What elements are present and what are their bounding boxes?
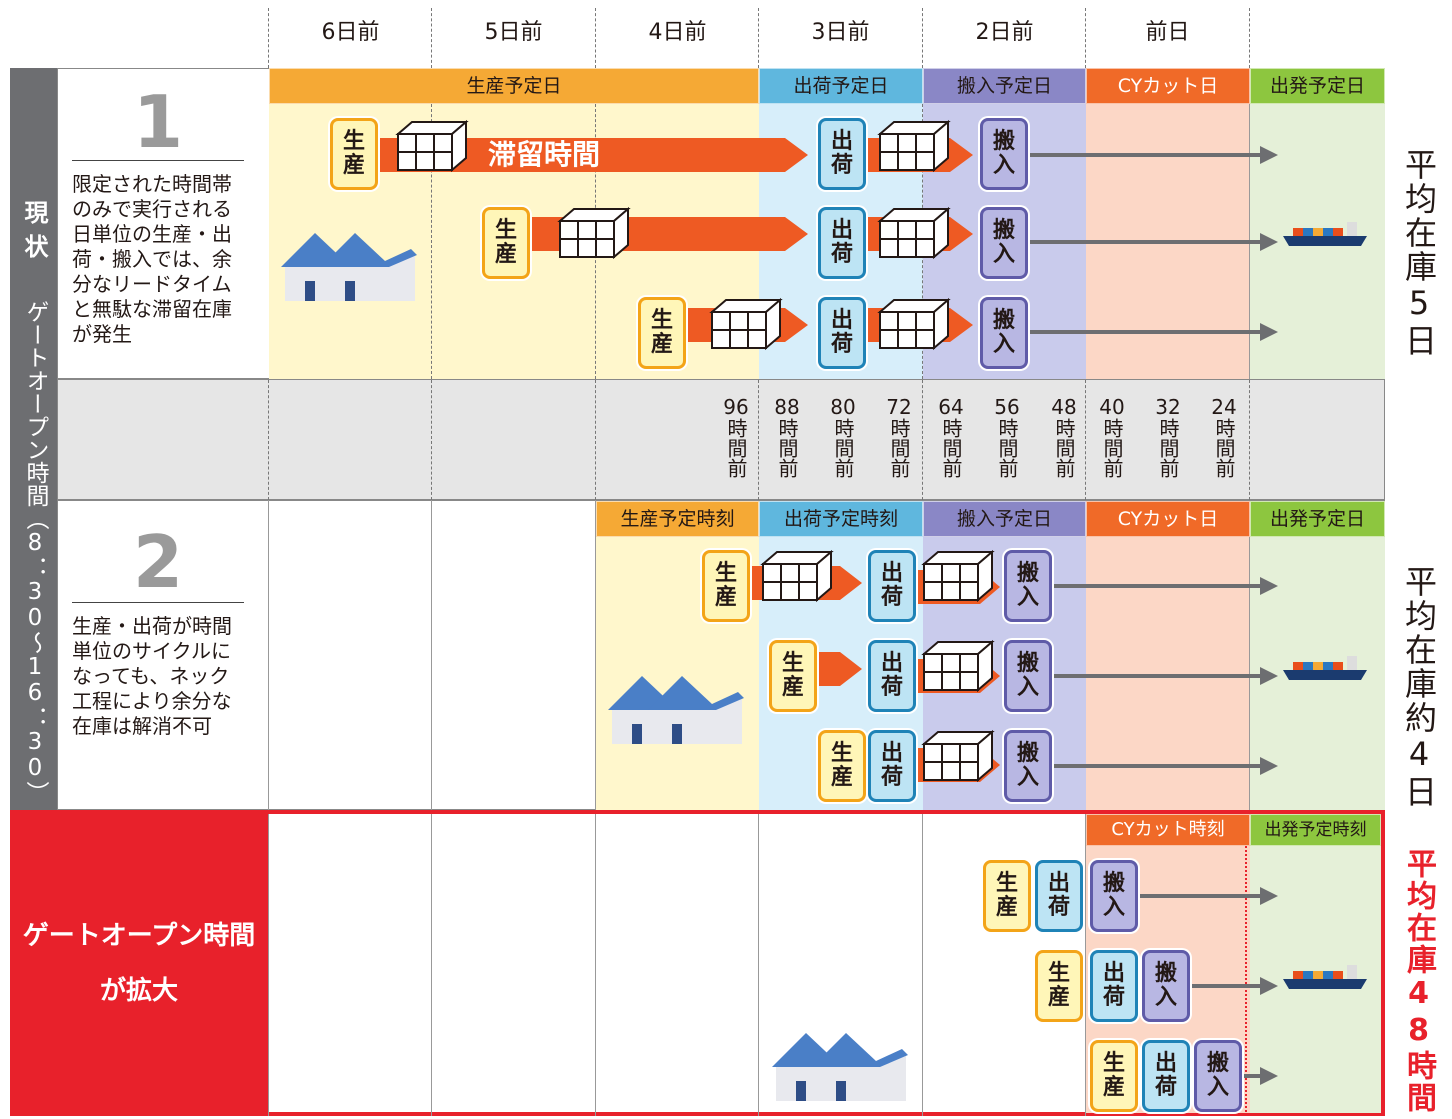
current-label: 現状 (20, 200, 48, 268)
row3-average-inventory: 平均在庫48時間 (1401, 848, 1436, 1114)
row2-production-box-2: 生産 (769, 640, 817, 712)
row3-shipping-box-3: 出荷 (1142, 1040, 1190, 1112)
row1-number: 1 (132, 80, 184, 164)
row1-band-carryin: 搬入予定日 (923, 68, 1086, 104)
row1-band-cycut: CYカット日 (1086, 68, 1250, 104)
row2-band-shipping: 出荷予定時刻 (759, 501, 923, 537)
row3-carryin-box-1: 搬入 (1090, 860, 1138, 932)
gate-side-bar (10, 68, 57, 810)
row3-ship-icon (1283, 965, 1367, 989)
row2-band-cycut: CYカット日 (1086, 501, 1250, 537)
day-header-3: 3日前 (811, 20, 870, 45)
row1-band-production: 生産予定日 (269, 68, 759, 104)
day-header-6: 6日前 (321, 20, 380, 45)
day-header-1: 前日 (1145, 20, 1190, 45)
row1-average-inventory: 平均在庫5日 (1400, 148, 1438, 358)
day-header-4: 4日前 (648, 20, 707, 45)
row3-carryin-box-3: 搬入 (1194, 1040, 1242, 1112)
row1-description: 限定された時間帯のみで実行される日単位の生産・出荷・搬入では、余分なリードタイム… (72, 172, 232, 346)
row2-carryin-box-2: 搬入 (1004, 640, 1052, 712)
row2-production-box-1: 生産 (702, 550, 750, 622)
row1-shipping-box-2: 出荷 (818, 207, 866, 279)
row3-shipping-box-2: 出荷 (1090, 950, 1138, 1022)
row3-production-box-3: 生産 (1090, 1040, 1138, 1112)
row1-carryin-box-3: 搬入 (980, 297, 1028, 369)
row1-production-box-1: 生産 (330, 118, 378, 190)
row2-band-production: 生産予定時刻 (596, 501, 759, 537)
row2-average-inventory: 平均在庫約4日 (1400, 565, 1438, 809)
row3-carryin-box-2: 搬入 (1142, 950, 1190, 1022)
row2-number: 2 (132, 520, 184, 604)
expanded-side-panel (10, 810, 268, 1116)
row1-carryin-box-2: 搬入 (980, 207, 1028, 279)
row2-band-carryin: 搬入予定日 (923, 501, 1086, 537)
row1-band-departure: 出発予定日 (1250, 68, 1385, 104)
row2-shipping-box-3: 出荷 (868, 730, 916, 802)
row1-ship-icon (1283, 222, 1367, 246)
row1-production-box-2: 生産 (482, 207, 530, 279)
row3-band-departure: 出発予定時刻 (1250, 814, 1381, 846)
row2-carryin-box-3: 搬入 (1004, 730, 1052, 802)
row2-shipping-box-2: 出荷 (868, 640, 916, 712)
row1-band-shipping: 出荷予定日 (759, 68, 923, 104)
day-header-2: 2日前 (975, 20, 1034, 45)
hours-row (57, 379, 1385, 500)
row1-shipping-box-1: 出荷 (818, 118, 866, 190)
row2-description: 生産・出荷が時間単位のサイクルになっても、ネック工程により余分な在庫は解消不可 (72, 614, 232, 738)
row3-shipping-box-1: 出荷 (1035, 860, 1083, 932)
row1-shipping-box-3: 出荷 (818, 297, 866, 369)
row2-shipping-box-1: 出荷 (868, 550, 916, 622)
gate-time-label: ゲートオープン時間（8：30〜16：30） (22, 300, 48, 804)
row2-band-departure: 出発予定日 (1250, 501, 1385, 537)
row3-production-box-2: 生産 (1035, 950, 1083, 1022)
row3-band-cycut: CYカット時刻 (1086, 814, 1250, 846)
row2-production-box-3: 生産 (818, 730, 866, 802)
row3-production-box-1: 生産 (983, 860, 1031, 932)
expanded-label-2: が拡大 (99, 976, 178, 1006)
row2-ship-icon (1283, 656, 1367, 680)
row2-carryin-box-1: 搬入 (1004, 550, 1052, 622)
expanded-label-1: ゲートオープン時間 (22, 921, 256, 951)
dwell-time-label: 滞留時間 (488, 138, 601, 171)
row1-carryin-box-1: 搬入 (980, 118, 1028, 190)
row1-production-box-3: 生産 (638, 297, 686, 369)
day-header-5: 5日前 (484, 20, 543, 45)
